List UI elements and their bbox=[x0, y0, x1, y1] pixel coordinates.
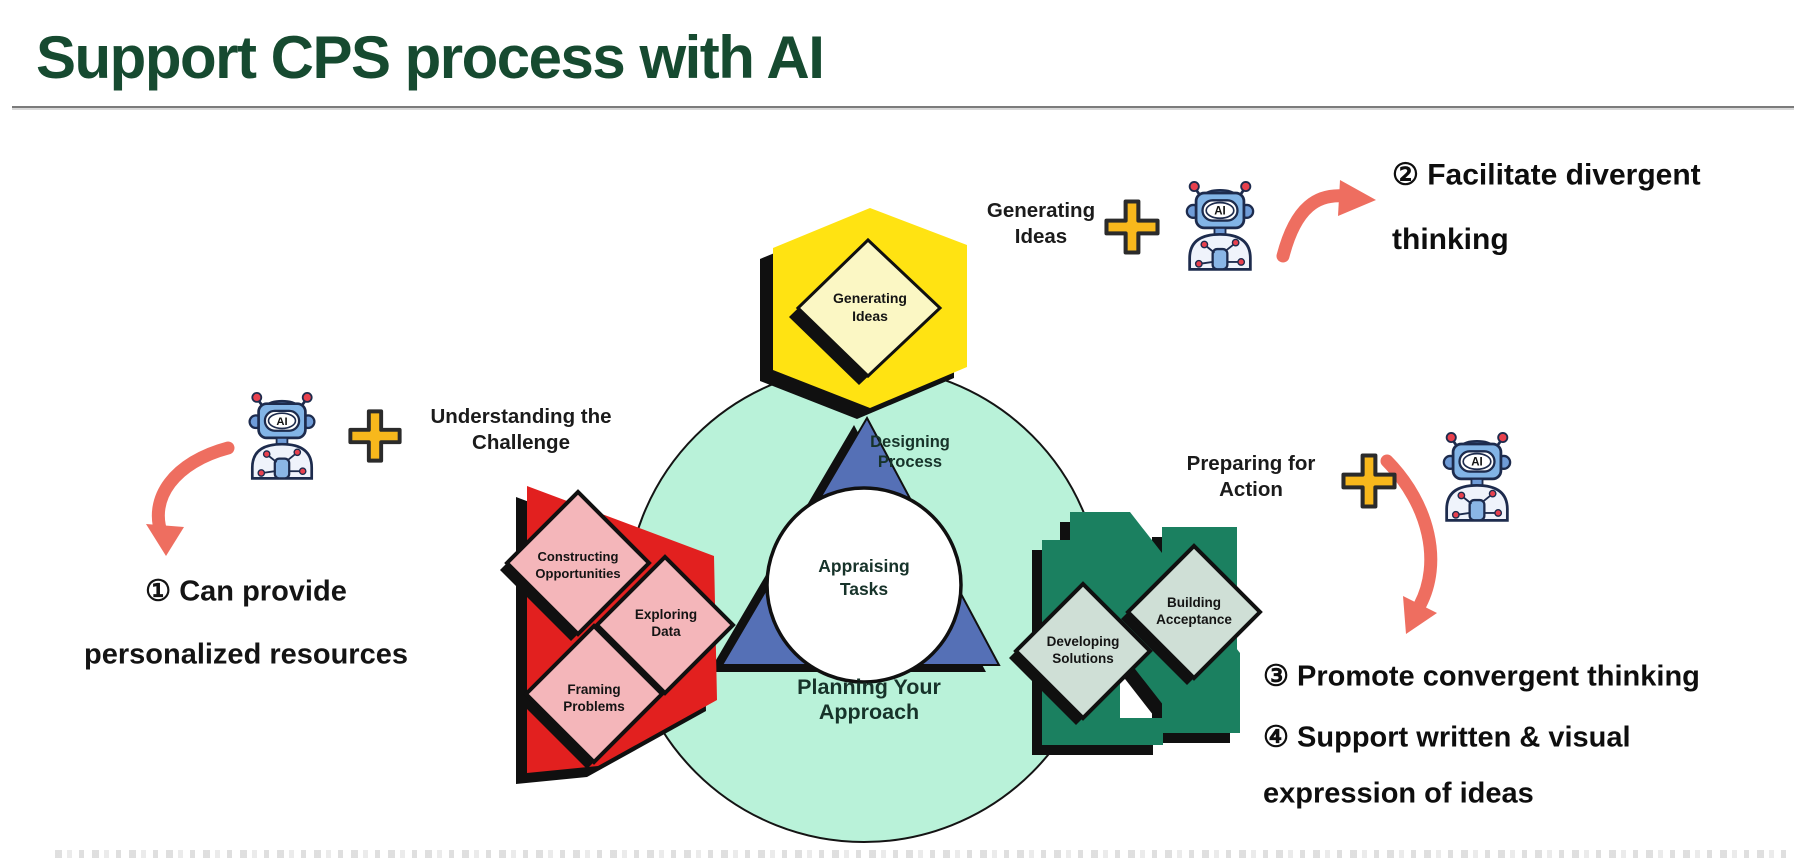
cropped-caption-remnant bbox=[55, 850, 1790, 858]
note-1-line-2: personalized resources bbox=[84, 638, 408, 671]
constructing-opportunities-label: Constructing Opportunities bbox=[535, 549, 621, 581]
understanding-arrow-shape bbox=[500, 486, 736, 784]
generating-diamond-label: Generating Ideas bbox=[833, 290, 907, 324]
note-4-line-1: ④ Support written & visual bbox=[1263, 721, 1631, 754]
understanding-stage-label: Understanding the Challenge bbox=[430, 405, 612, 454]
note-2-line-1: ② Facilitate divergent bbox=[1392, 158, 1701, 192]
robot-icon-top-right bbox=[1185, 180, 1255, 271]
plus-icon-left bbox=[348, 409, 402, 463]
preparing-stage-label: Preparing for Action bbox=[1186, 452, 1316, 501]
framing-problems-label: Framing Problems bbox=[563, 682, 625, 714]
appraising-tasks-label: Appraising Tasks bbox=[818, 556, 910, 599]
developing-solutions-label: Developing Solutions bbox=[1046, 634, 1120, 666]
robot-icon-left bbox=[248, 391, 316, 480]
note-4-line-2: expression of ideas bbox=[1263, 777, 1534, 810]
building-diamond bbox=[1121, 543, 1263, 685]
note-3-line-1: ③ Promote convergent thinking bbox=[1263, 660, 1700, 693]
constructing-diamond bbox=[500, 489, 652, 641]
preparing-arrow-shape bbox=[1009, 512, 1263, 755]
developing-diamond bbox=[1009, 581, 1153, 725]
generating-diamond bbox=[795, 237, 943, 379]
curved-arrow-left bbox=[146, 441, 235, 556]
curved-arrow-top-right bbox=[1276, 180, 1376, 263]
note-2-line-2: thinking bbox=[1392, 223, 1509, 256]
exploring-data-label: Exploring Data bbox=[634, 607, 698, 639]
robot-icon-right bbox=[1442, 431, 1512, 522]
generating-stage-label: Generating Ideas bbox=[986, 199, 1096, 248]
generating-hexagon bbox=[760, 208, 967, 419]
title-divider bbox=[12, 106, 1794, 108]
planning-approach-label: Planning Your Approach bbox=[797, 675, 941, 724]
designing-process-label: Designing Process bbox=[870, 433, 950, 471]
plus-icon-top-right bbox=[1106, 201, 1157, 252]
building-acceptance-label: Building Acceptance bbox=[1156, 595, 1232, 627]
curved-arrow-right bbox=[1380, 454, 1438, 634]
page-title: Support CPS process with AI bbox=[36, 24, 825, 91]
note-1-line-1: ① Can provide bbox=[145, 575, 347, 608]
appraising-circle bbox=[765, 486, 963, 684]
framing-diamond bbox=[519, 623, 665, 769]
